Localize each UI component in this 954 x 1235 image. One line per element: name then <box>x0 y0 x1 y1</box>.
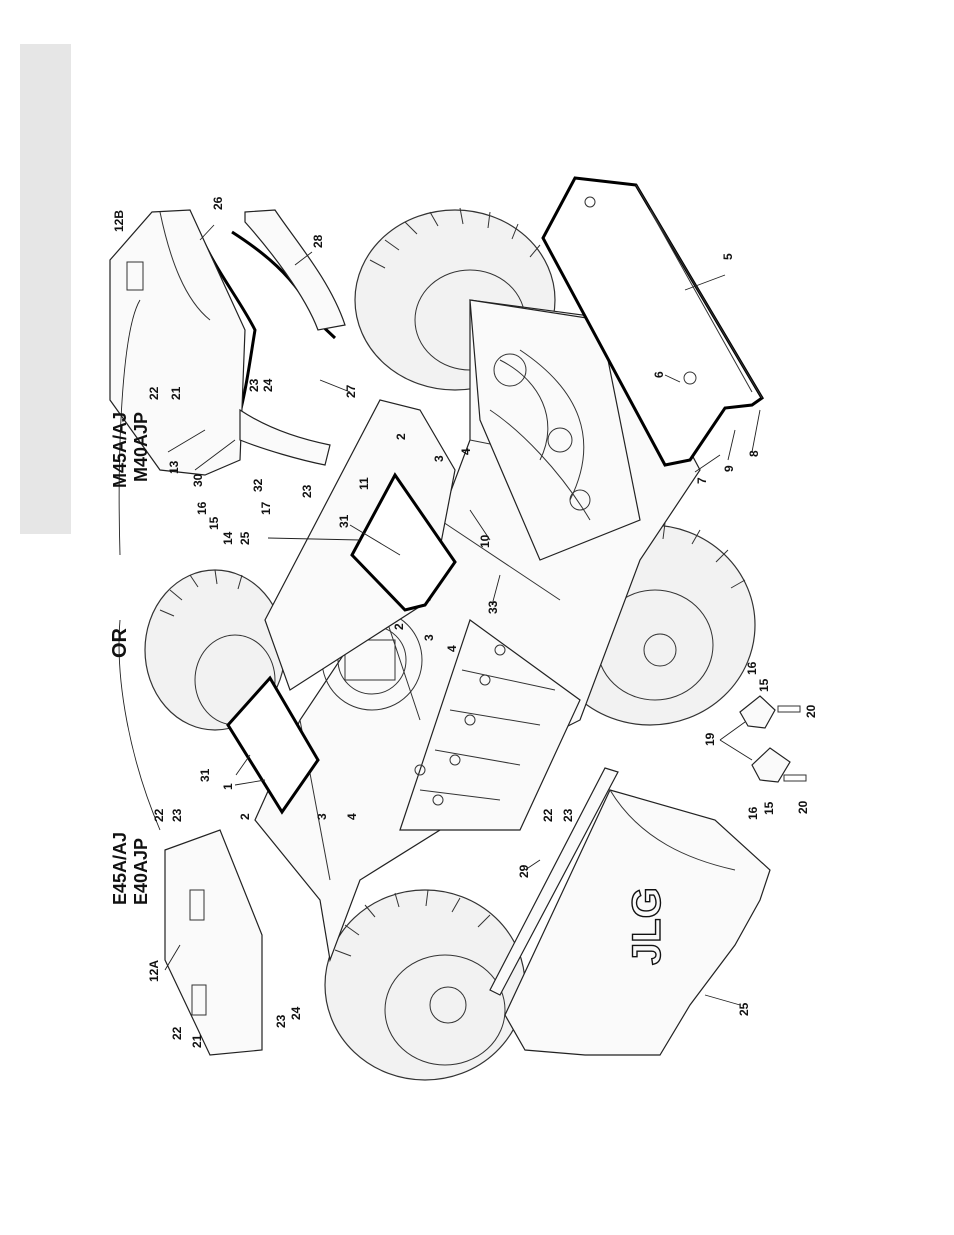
model-label-right-1: M45A/AJ <box>110 412 130 488</box>
bracket-19-upper <box>740 696 800 728</box>
hood-cover-25: JLG <box>505 790 770 1055</box>
callout-16-top: 16 <box>195 501 209 515</box>
callout-16-r2: 16 <box>746 806 760 820</box>
callout-23-top: 23 <box>247 378 261 392</box>
callout-8: 8 <box>747 450 761 457</box>
callout-26: 26 <box>211 196 225 210</box>
callout-24-bl: 24 <box>289 1006 303 1020</box>
fender-27 <box>240 410 330 465</box>
callout-7: 7 <box>695 477 709 484</box>
callout-23-bl: 23 <box>274 1014 288 1028</box>
callout-20-r2: 20 <box>796 800 810 814</box>
callout-29: 29 <box>517 864 531 878</box>
callout-23-left: 23 <box>170 808 184 822</box>
callout-25-bottom: 25 <box>737 1002 751 1016</box>
callout-12b: 12B <box>112 210 126 232</box>
jlg-logo: JLG <box>625 887 669 965</box>
model-label-left-1: E45A/AJ <box>110 832 130 905</box>
callout-13: 13 <box>167 460 181 474</box>
callout-31-top: 31 <box>337 514 351 528</box>
callout-2-b: 2 <box>392 623 406 630</box>
callout-20-r1: 20 <box>804 704 818 718</box>
callout-22-top: 22 <box>147 386 161 400</box>
callout-19: 19 <box>703 732 717 746</box>
callout-12a: 12A <box>147 960 161 982</box>
callout-2-a: 2 <box>394 433 408 440</box>
bracket-19-lower <box>752 748 806 782</box>
callout-32: 32 <box>251 478 265 492</box>
callout-23-mid: 23 <box>300 484 314 498</box>
callout-24-top: 24 <box>261 378 275 392</box>
callout-1: 1 <box>221 783 235 790</box>
callout-25-top: 25 <box>238 531 252 545</box>
callout-11: 11 <box>357 477 371 490</box>
callout-22-bl: 22 <box>170 1026 184 1040</box>
callout-4-a: 4 <box>459 448 473 455</box>
model-label-right-2: M40AJP <box>131 412 151 482</box>
callout-21-top: 21 <box>169 386 183 400</box>
callout-17: 17 <box>259 501 273 515</box>
callout-15-r2: 15 <box>762 801 776 815</box>
callout-33: 33 <box>486 600 500 614</box>
callout-2-c: 2 <box>238 813 252 820</box>
callout-15-r1: 15 <box>757 678 771 692</box>
fender-28 <box>245 210 345 330</box>
callout-28: 28 <box>311 234 325 248</box>
callout-22-left: 22 <box>152 808 166 822</box>
callout-31-left: 31 <box>198 768 212 782</box>
callout-23-br: 23 <box>561 808 575 822</box>
callout-15-top: 15 <box>207 516 221 530</box>
callout-3-a: 3 <box>432 455 446 462</box>
callout-9: 9 <box>722 465 736 472</box>
or-label: OR <box>109 627 131 658</box>
callout-27: 27 <box>344 384 358 398</box>
callout-3-b: 3 <box>422 634 436 641</box>
callout-21-bl: 21 <box>190 1034 204 1048</box>
callout-5: 5 <box>721 253 735 260</box>
callout-3-c: 3 <box>315 813 329 820</box>
cover-12a <box>165 830 262 1055</box>
callout-6: 6 <box>652 371 666 378</box>
callout-4-c: 4 <box>345 813 359 820</box>
callout-14: 14 <box>221 531 235 545</box>
callout-30: 30 <box>191 473 205 487</box>
callout-4-b: 4 <box>445 645 459 652</box>
model-label-left-2: E40AJP <box>131 838 151 905</box>
callout-10: 10 <box>478 534 492 548</box>
callout-16-r1: 16 <box>745 661 759 675</box>
callout-22-br: 22 <box>541 808 555 822</box>
